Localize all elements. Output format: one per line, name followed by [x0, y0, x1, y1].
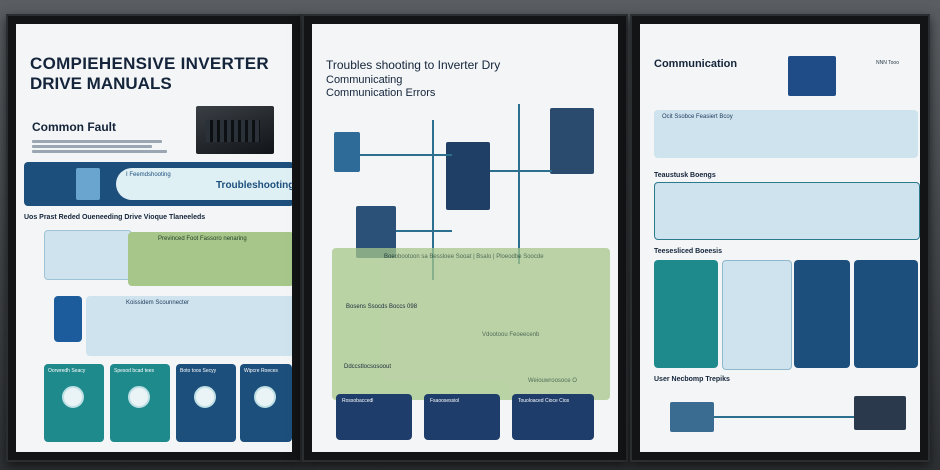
card-4-title: Wipcre Roeces [244, 368, 278, 374]
footer-box-3-label: Touoloaced Cioce Cios [518, 398, 570, 404]
info-panel-left [44, 230, 132, 280]
card-2-icon [128, 386, 150, 408]
right-device-top [788, 56, 836, 96]
wiring-diagram-panel: Koissidem Scounnecter [86, 296, 292, 356]
panel-3a [654, 260, 718, 368]
footer-box-2: Fsaoosessiol [424, 394, 500, 440]
panel-1-label: Ocit Ssobce Feasiert Bcoy [662, 114, 733, 120]
card-3-icon [194, 386, 216, 408]
card-1: Oorwredh Seacy [44, 364, 104, 442]
section-3-title: Teesesliced Boeesis [654, 248, 722, 255]
card-3-title: Boto toos Secyy [180, 368, 217, 374]
poster-right-title: Communication [654, 58, 738, 70]
green-info-panel: Previnced Foot Fassoro nenaring [128, 232, 292, 286]
panel-device-3 [550, 108, 594, 174]
banner-label: Troubleshooting [216, 180, 292, 191]
footer-box-2-label: Fsaoosessiol [430, 398, 460, 404]
bottom-label: Ddccstlocsosoout [344, 364, 392, 370]
poster-center-title-line2: Communicating [326, 74, 403, 86]
center-label: Boeobootoon sa Bessloee Sooat | Bsalo | … [384, 254, 544, 260]
section-2-title: Teaustusk Boengs [654, 172, 716, 179]
footer-box-1-label: Rossobaccedl [342, 398, 374, 404]
section-4-title: User Necbomp Trepiks [654, 376, 730, 383]
poster-center-title-line3: Communication Errors [326, 87, 436, 99]
laptop-image [854, 396, 906, 430]
poster-center-title-line1: Troubles shooting to Inverter Dry [326, 58, 501, 72]
common-fault-text [32, 138, 172, 155]
poster-right: Communication NNN Tooo Ocit Ssobce Feasi… [640, 24, 920, 452]
green-label: Vdootoou Feoeecenb [482, 332, 540, 338]
drive-device-image [54, 296, 82, 342]
panel-3b [722, 260, 792, 370]
inverter-device-image [196, 106, 274, 154]
troubleshooting-banner: I Feemdshooting Troubleshooting [24, 162, 292, 206]
card-4-icon [254, 386, 276, 408]
green-center-panel: Boeobootoon sa Bessloee Sooat | Bsalo | … [332, 248, 610, 400]
poster-center: Troubles shooting to Inverter Dry Commun… [312, 24, 618, 452]
poster-title-line2: DRIVE MANUALS [30, 74, 172, 93]
poster-left: COMPIEHENSIVE INVERTER DRIVE MANUALS Com… [16, 24, 292, 452]
card-2-title: Spesod bcad tees [114, 368, 155, 374]
wiring-diagram-label: Koissidem Scounnecter [126, 300, 190, 306]
panel-1: Ocit Ssobce Feasiert Bcoy [654, 110, 918, 158]
card-1-title: Oorwredh Seacy [48, 368, 86, 374]
common-fault-heading: Common Fault [32, 120, 116, 134]
banner-device-icon [76, 168, 100, 200]
left-label: Bosens Ssocds Boccs 098 [346, 304, 418, 310]
card-2: Spesod bcad tees [110, 364, 170, 442]
drive-image-bottom [670, 402, 714, 432]
panel-3c [794, 260, 850, 368]
card-1-icon [62, 386, 84, 408]
banner-small-label: I Feemdshooting [126, 172, 171, 178]
panel-2 [654, 182, 920, 240]
panel-device-1 [334, 132, 360, 172]
section-title: Uos Prast Reded Oueneeding Drive Vioque … [24, 214, 206, 221]
footer-box-3: Touoloaced Cioce Cios [512, 394, 594, 440]
green-panel-header: Previnced Foot Fassoro nenaring [158, 236, 247, 242]
poster-frame-left: COMPIEHENSIVE INVERTER DRIVE MANUALS Com… [6, 14, 302, 462]
footer-box-1: Rossobaccedl [336, 394, 412, 440]
poster-frame-center: Troubles shooting to Inverter Dry Commun… [302, 14, 628, 462]
panel-3d [854, 260, 918, 368]
top-right-label: NNN Tooo [876, 60, 899, 66]
green-label-2: Weiouwroosoce O [528, 378, 577, 384]
poster-title-line1: COMPIEHENSIVE INVERTER [30, 54, 269, 73]
card-3: Boto toos Secyy [176, 364, 236, 442]
poster-frame-right: Communication NNN Tooo Ocit Ssobce Feasi… [630, 14, 930, 462]
panel-device-2 [446, 142, 490, 210]
card-4: Wipcre Roeces [240, 364, 292, 442]
